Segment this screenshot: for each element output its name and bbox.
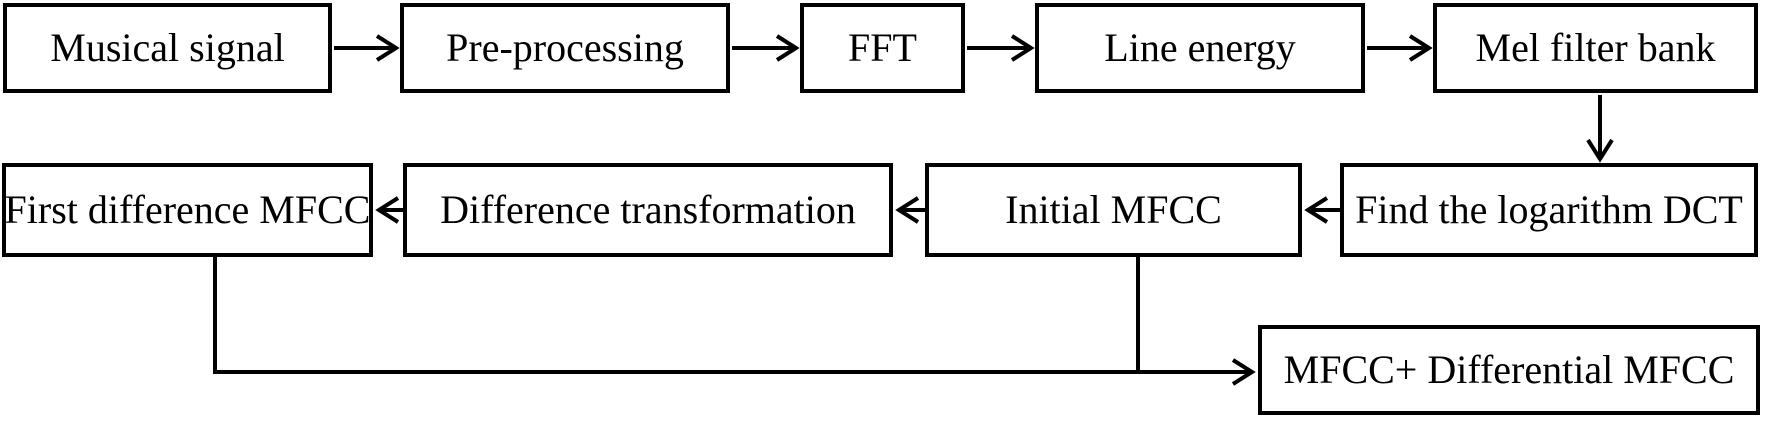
node-label: Difference transformation bbox=[440, 187, 856, 232]
node-label: Line energy bbox=[1104, 25, 1296, 70]
node-first-difference-mfcc: First difference MFCC bbox=[2, 163, 373, 257]
node-label: First difference MFCC bbox=[4, 187, 371, 232]
node-label: Initial MFCC bbox=[1005, 187, 1222, 232]
arrow-firstdiff-to-mfccdiff bbox=[213, 257, 1256, 386]
node-mfcc-plus-differential-mfcc: MFCC+ Differential MFCC bbox=[1258, 325, 1760, 415]
node-label: MFCC+ Differential MFCC bbox=[1283, 347, 1735, 392]
node-label: Find the logarithm DCT bbox=[1355, 187, 1743, 232]
node-difference-transformation: Difference transformation bbox=[403, 163, 893, 257]
node-initial-mfcc: Initial MFCC bbox=[925, 163, 1302, 257]
node-fft: FFT bbox=[800, 3, 965, 93]
node-label: FFT bbox=[848, 25, 917, 70]
node-mel-filter-bank: Mel filter bank bbox=[1433, 3, 1758, 93]
node-line-energy: Line energy bbox=[1035, 3, 1365, 93]
node-label: Musical signal bbox=[50, 25, 285, 70]
node-musical-signal: Musical signal bbox=[3, 3, 332, 93]
node-label: Pre-processing bbox=[446, 25, 684, 70]
node-label: Mel filter bank bbox=[1475, 25, 1716, 70]
node-find-logarithm-dct: Find the logarithm DCT bbox=[1340, 163, 1758, 257]
node-pre-processing: Pre-processing bbox=[400, 3, 730, 93]
